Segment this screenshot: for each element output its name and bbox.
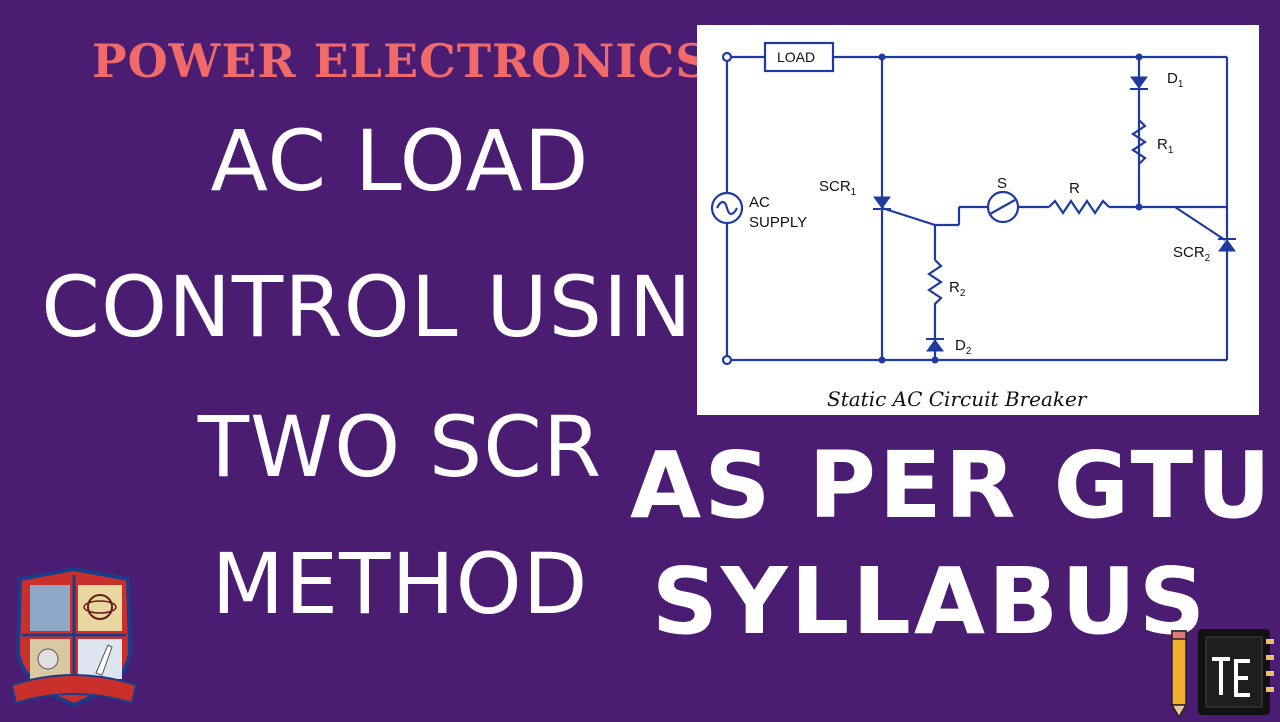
label-s: S [997, 175, 1007, 192]
label-r1-main: R [1157, 136, 1168, 153]
label-d2: D2 [955, 337, 972, 357]
label-scr2-main: SCR [1173, 244, 1205, 261]
title-line-3: TWO SCR [197, 398, 603, 496]
circuit-diagram: LOAD AC SUPPLY SCR1 S R D1 R1 SCR2 R2 D2… [710, 41, 1236, 411]
circuit-caption: Static AC Circuit Breaker [827, 387, 1088, 411]
label-r: R [1069, 180, 1080, 197]
label-r1-sub: 1 [1168, 145, 1174, 156]
title-line-1: AC LOAD [210, 112, 590, 210]
label-r1: R1 [1157, 136, 1174, 156]
label-r2-sub: 2 [960, 288, 966, 299]
label-scr1-sub: 1 [851, 187, 857, 198]
label-d2-sub: 2 [966, 346, 972, 357]
label-d1-main: D [1167, 70, 1178, 87]
label-d2-main: D [955, 337, 966, 354]
label-scr2-sub: 2 [1205, 253, 1211, 264]
page-kicker: POWER ELECTRONICS [92, 34, 710, 88]
badge-line-2: SYLLABUS [651, 548, 1209, 655]
title-line-2: CONTROL USING [41, 258, 759, 356]
label-d1-sub: 1 [1178, 79, 1184, 90]
label-load: LOAD [777, 49, 815, 65]
label-r2-main: R [949, 279, 960, 296]
label-scr2: SCR2 [1173, 244, 1211, 264]
badge-line-1: AS PER GTU [630, 432, 1274, 539]
label-scr1: SCR1 [819, 178, 857, 198]
title-line-4: METHOD [211, 535, 589, 633]
label-r2: R2 [949, 279, 966, 299]
label-d1: D1 [1167, 70, 1184, 90]
circuit-panel: LOAD AC SUPPLY SCR1 S R D1 R1 SCR2 R2 D2… [697, 25, 1259, 415]
label-scr1-main: SCR [819, 178, 851, 195]
label-ac: AC [749, 194, 770, 211]
notebook-pencil-icon [1170, 625, 1274, 719]
label-supply: SUPPLY [749, 214, 807, 231]
university-emblem-icon [8, 565, 140, 713]
